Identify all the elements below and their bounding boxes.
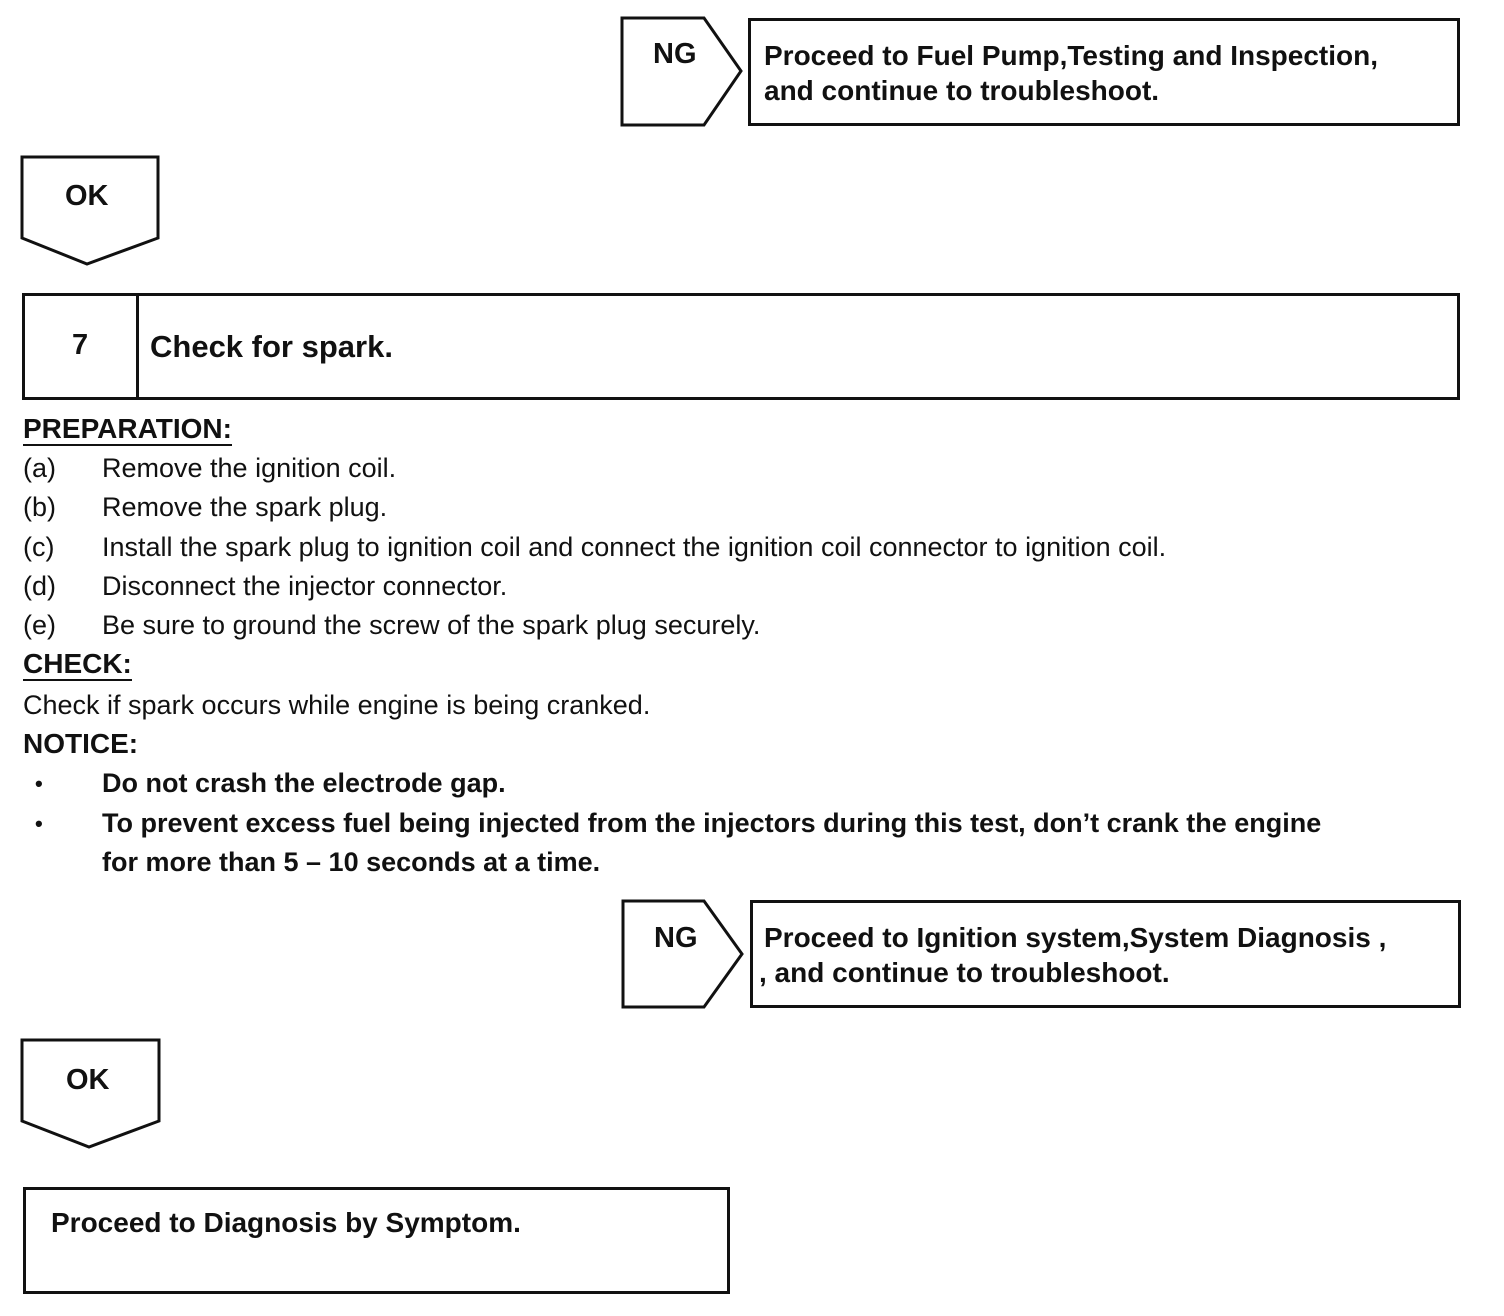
step-header: 7 Check for spark.: [22, 293, 1460, 400]
prep-item-c: (c) Install the spark plug to ignition c…: [23, 531, 1463, 563]
step-number: 7: [72, 329, 89, 361]
prep-item-label: (d): [23, 571, 56, 601]
ng-result-text-bottom-line1: Proceed to Ignition system,System Diagno…: [764, 922, 1387, 953]
prep-item-text: Remove the ignition coil.: [102, 453, 397, 483]
ng-result-box-top: Proceed to Fuel Pump,Testing and Inspect…: [748, 18, 1460, 126]
ok-label-top: OK: [65, 180, 109, 212]
prep-item-label: (c): [23, 532, 55, 562]
preparation-heading: PREPARATION:: [23, 413, 232, 446]
prep-item-b: (b) Remove the spark plug.: [23, 491, 1463, 523]
prep-item-text: Install the spark plug to ignition coil …: [102, 532, 1167, 562]
notice-item-1: • Do not crash the electrode gap.: [23, 764, 1473, 803]
final-result-text: Proceed to Diagnosis by Symptom.: [51, 1207, 521, 1238]
ng-result-text-top-line1: Proceed to Fuel Pump,Testing and Inspect…: [764, 40, 1378, 71]
step-title: Check for spark.: [150, 329, 393, 364]
prep-item-e: (e) Be sure to ground the screw of the s…: [23, 609, 1463, 641]
final-result-box: Proceed to Diagnosis by Symptom.: [23, 1187, 730, 1294]
notice-item-text: To prevent excess fuel being injected fr…: [102, 808, 1322, 838]
prep-item-label: (e): [23, 610, 56, 640]
prep-item-text: Be sure to ground the screw of the spark…: [102, 610, 761, 640]
notice-item-2: • To prevent excess fuel being injected …: [23, 804, 1473, 843]
check-text: Check if spark occurs while engine is be…: [23, 690, 651, 720]
notice-item-text: Do not crash the electrode gap.: [102, 768, 506, 798]
check-heading: CHECK:: [23, 648, 132, 681]
prep-item-d: (d) Disconnect the injector connector.: [23, 570, 1463, 602]
check-heading-text: CHECK:: [23, 648, 132, 681]
prep-item-text: Disconnect the injector connector.: [102, 571, 508, 601]
ok-label-bottom: OK: [66, 1064, 110, 1096]
ok-arrow-top: [20, 155, 160, 266]
ng-arrow-top: [620, 16, 743, 127]
ng-label-bottom: NG: [654, 922, 698, 954]
prep-item-a: (a) Remove the ignition coil.: [23, 452, 1463, 484]
ng-result-text-top-line2: and continue to troubleshoot.: [764, 75, 1160, 106]
prep-item-text: Remove the spark plug.: [102, 492, 388, 522]
notice-item-2-continued: for more than 5 – 10 seconds at a time.: [102, 847, 601, 877]
notice-heading: NOTICE:: [23, 728, 139, 759]
prep-item-label: (b): [23, 492, 56, 522]
prep-item-label: (a): [23, 453, 56, 483]
bullet-icon: •: [35, 811, 43, 836]
ng-result-box-bottom: Proceed to Ignition system,System Diagno…: [750, 900, 1461, 1008]
bullet-icon: •: [35, 771, 43, 796]
preparation-heading-text: PREPARATION:: [23, 413, 232, 446]
ng-label-top: NG: [653, 38, 697, 70]
step-number-divider: [136, 296, 139, 397]
ng-result-text-bottom-line2: , and continue to troubleshoot.: [759, 957, 1170, 988]
